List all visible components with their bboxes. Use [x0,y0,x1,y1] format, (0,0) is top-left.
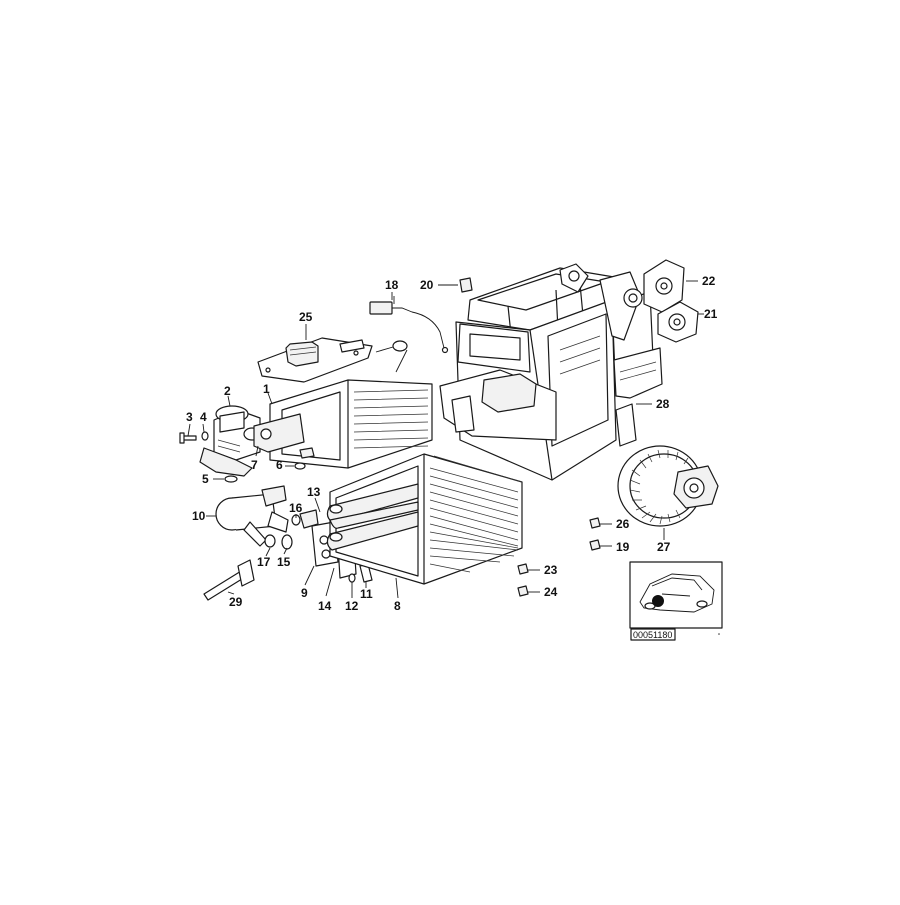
part-18-sensor-wire [369,296,449,373]
label-28: 28 [656,397,670,411]
label-9: 9 [301,586,308,600]
label-29: 29 [229,595,243,609]
label-23: 23 [544,563,558,577]
car-outline-icon [639,573,715,613]
part-10-valve-body [215,485,289,547]
part-27-blower-motor [617,445,719,527]
label-4: 4 [200,410,207,424]
label-16: 16 [289,501,303,515]
label-25: 25 [299,310,313,324]
part-1-evaporator-housing [253,379,433,469]
part-25-control-module [257,337,373,383]
inset-code: 00051180 [633,630,672,640]
vehicle-location-inset: 00051180 [629,561,723,641]
part-22-bracket [643,259,685,313]
label-15: 15 [277,555,291,569]
label-8: 8 [394,599,401,613]
label-13: 13 [307,485,321,499]
callout-labels: 1 2 3 4 5 6 7 8 9 10 11 12 13 14 15 16 1… [186,274,718,613]
label-14: 14 [318,599,332,613]
label-17: 17 [257,555,271,569]
part-21-bracket [657,301,699,343]
part-29-t-tool [203,559,255,601]
part-6-washer [294,462,306,470]
part-3-4-bolt-washer [179,431,209,444]
part-28-heater-housing [439,263,663,481]
part-8-evaporator-core [326,453,523,585]
label-22: 22 [702,274,716,288]
part-2-actuator [199,405,261,477]
inset-code-box [630,628,676,641]
label-21: 21 [704,307,718,321]
label-7: 7 [251,458,258,472]
part-5-o-ring [224,475,238,483]
label-19: 19 [616,540,630,554]
inset-corner-dot [718,633,720,635]
label-1: 1 [263,382,270,396]
label-2: 2 [224,384,231,398]
label-24: 24 [544,585,558,599]
label-5: 5 [202,472,209,486]
label-27: 27 [657,540,671,554]
part-20-clip [459,277,473,293]
screws-19-23-24-26 [517,517,601,597]
label-26: 26 [616,517,630,531]
label-6: 6 [276,458,283,472]
label-3: 3 [186,410,193,424]
label-12: 12 [345,599,359,613]
label-20: 20 [420,278,434,292]
label-11: 11 [360,587,373,601]
leader-lines [187,280,704,599]
label-10: 10 [192,509,206,523]
label-18: 18 [385,278,399,292]
